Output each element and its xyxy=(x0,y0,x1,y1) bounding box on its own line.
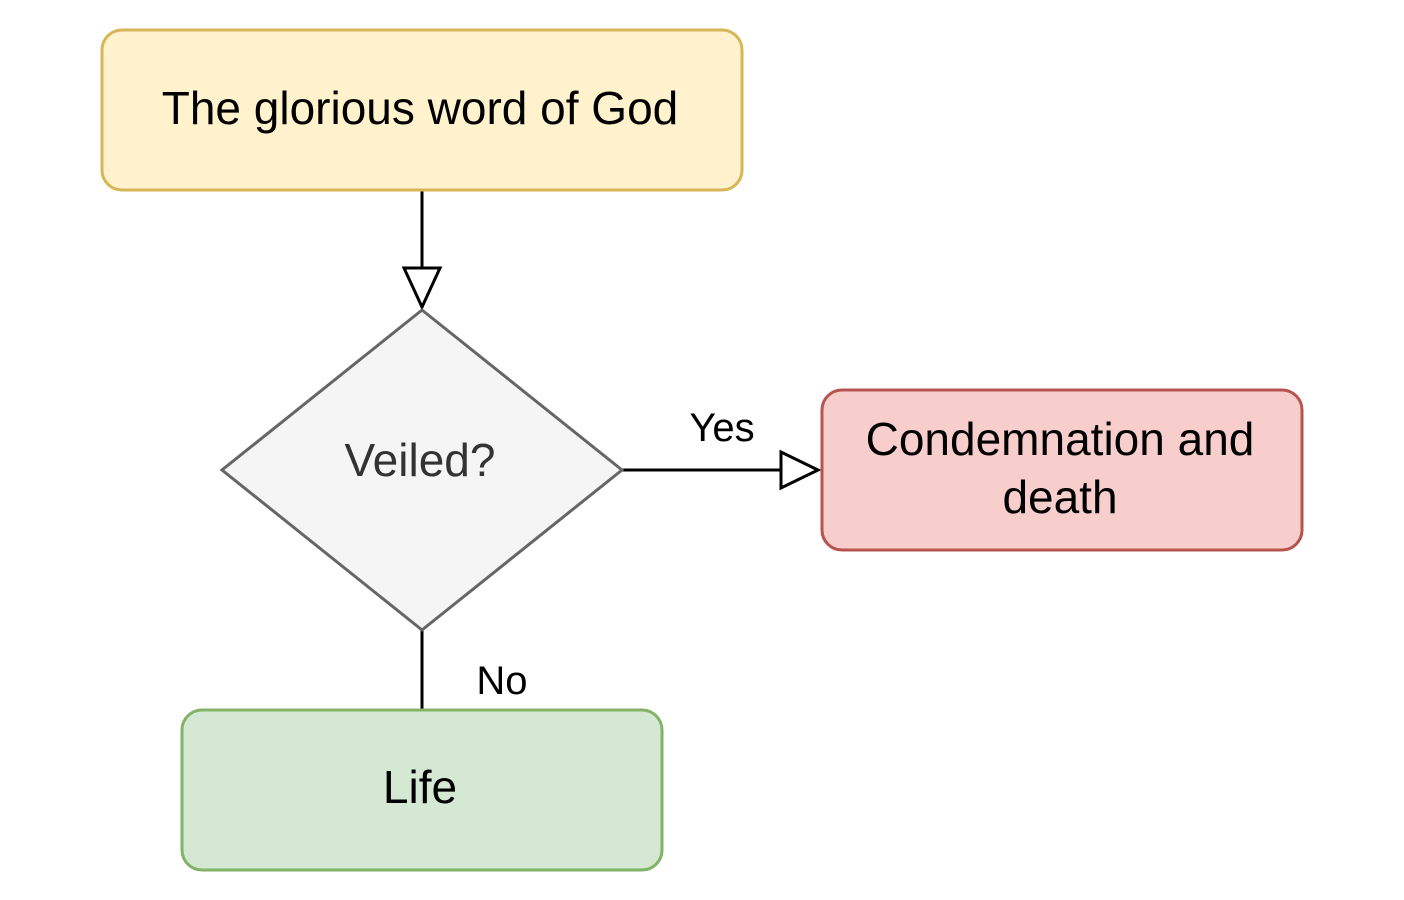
node-condemnation-label-line2: death xyxy=(1002,471,1117,523)
edge-no: No xyxy=(420,630,528,710)
edge-label-no: No xyxy=(476,659,527,703)
node-decision-shape xyxy=(219,308,625,632)
node-decision-label: Veiled? xyxy=(345,434,496,486)
edge-yes: Yes xyxy=(622,406,822,491)
node-condemnation-label-line1: Condemnation and xyxy=(866,413,1255,465)
edge-label-yes: Yes xyxy=(689,406,754,450)
arrowhead-icon xyxy=(779,449,822,491)
node-start-shape xyxy=(100,28,744,192)
arrowhead-icon xyxy=(401,266,443,311)
node-condemnation[interactable]: Condemnation and death xyxy=(820,388,1304,552)
node-start[interactable]: The glorious word of God xyxy=(100,28,744,192)
node-decision[interactable]: Veiled? xyxy=(219,308,625,632)
node-life-label: Life xyxy=(383,761,457,813)
node-life[interactable]: Life xyxy=(180,708,664,872)
edge-start-to-decision xyxy=(401,190,443,311)
node-life-shape xyxy=(180,708,664,872)
node-start-label: The glorious word of God xyxy=(162,82,679,134)
node-condemnation-shape xyxy=(820,388,1304,552)
